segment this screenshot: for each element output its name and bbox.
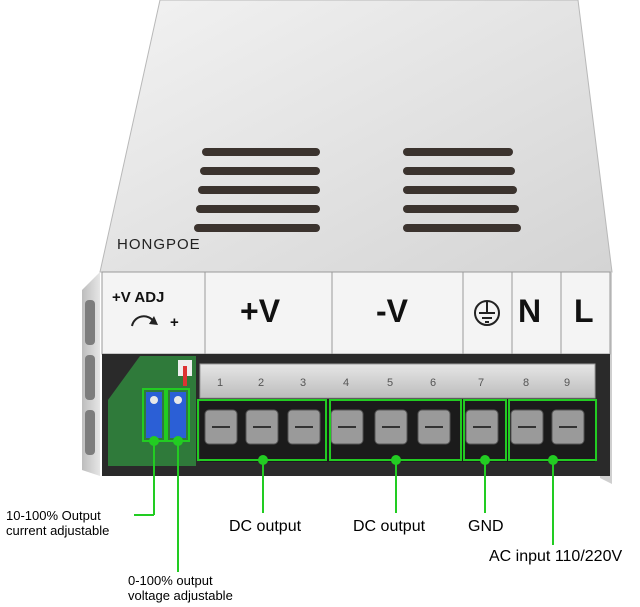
terminal-number: 4 xyxy=(343,377,350,389)
terminal-number: 2 xyxy=(258,377,265,389)
panel-label-l: L xyxy=(574,293,594,329)
callout-voltage-line1: 0-100% output xyxy=(128,573,213,588)
panel-label-plus-v: +V xyxy=(240,293,281,329)
terminal-number: 6 xyxy=(430,377,437,389)
callout-current-line2: current adjustable xyxy=(6,523,110,538)
callout-current-line1: 10-100% Output xyxy=(6,508,101,523)
panel-label-n: N xyxy=(518,293,542,329)
panel-label-minus-v: -V xyxy=(376,293,408,329)
terminal-block xyxy=(199,363,596,462)
brand-name: HONGPOE xyxy=(117,236,201,253)
callout-dc-output-negative: DC output xyxy=(353,518,426,535)
callout-voltage-adjustable: 0-100% output voltage adjustable xyxy=(128,573,233,603)
callout-dc-output-positive: DC output xyxy=(229,518,302,535)
terminal-number: 8 xyxy=(523,377,530,389)
terminal-number: 9 xyxy=(564,377,571,389)
callout-gnd: GND xyxy=(468,518,504,535)
callout-ac-input: AC input 110/220V xyxy=(489,548,623,565)
terminal-number: 1 xyxy=(217,377,224,389)
panel-label-v-adj: +V ADJ xyxy=(112,289,165,306)
terminal-number: 5 xyxy=(387,377,394,389)
ground-icon xyxy=(474,300,500,326)
label-panel xyxy=(101,271,611,355)
panel-label-adj-plus: + xyxy=(170,314,179,331)
terminal-number: 7 xyxy=(478,377,485,389)
callout-voltage-line2: voltage adjustable xyxy=(128,588,233,603)
case-top xyxy=(99,0,613,273)
callout-current-adjustable: 10-100% Output current adjustable xyxy=(6,508,109,538)
callout-leaders xyxy=(134,436,558,572)
terminal-number: 3 xyxy=(300,377,307,389)
